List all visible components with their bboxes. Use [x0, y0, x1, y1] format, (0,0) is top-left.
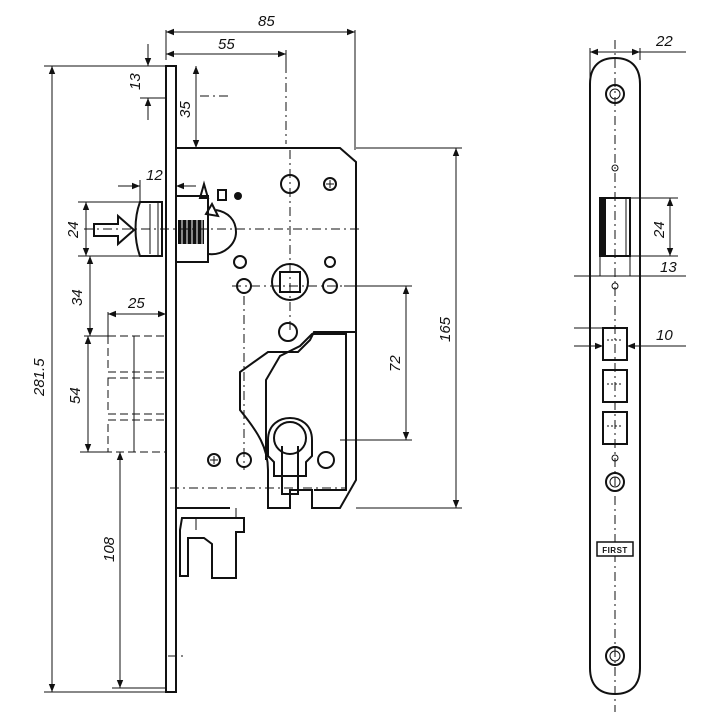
dim-13-side: 13	[660, 259, 677, 276]
cylinder-hole	[273, 421, 307, 455]
brand-stamp-text: FIRST	[602, 546, 628, 555]
front-view: 85 55 13 35 12 24 34 25 54	[31, 13, 462, 693]
deadbolt-block-2	[107, 377, 167, 415]
phillips-screw-bottom-icon	[207, 453, 221, 467]
deadbolt	[107, 335, 167, 453]
dim-281-5: 281.5	[31, 358, 48, 397]
inner-mechanism	[265, 333, 347, 491]
side-hole-bottom	[605, 646, 625, 666]
dim-25: 25	[127, 295, 145, 312]
dim-10-side: 10	[656, 327, 673, 344]
small-pin-icon	[233, 255, 247, 269]
latch-indicator-square	[217, 189, 227, 201]
case-hole-mid	[278, 322, 298, 342]
dim-12: 12	[146, 167, 163, 184]
dim-35: 35	[177, 101, 194, 118]
side-dot-1	[611, 164, 619, 172]
rotation-arrow-icon	[207, 209, 238, 256]
dim-24-side: 24	[651, 221, 668, 239]
dim-34: 34	[69, 289, 86, 306]
deadbolt-block-3	[107, 419, 167, 453]
brand-stamp	[596, 541, 634, 557]
side-hole-bottom-inner	[609, 650, 621, 662]
latch-housing	[175, 195, 209, 263]
dim-13-top: 13	[127, 73, 144, 90]
dim-165: 165	[437, 316, 454, 342]
up-arrow-icon	[198, 180, 210, 199]
side-faceplate	[589, 56, 641, 696]
small-pin-icon-2	[324, 256, 336, 268]
dim-55: 55	[218, 36, 235, 53]
side-bolt-2	[602, 369, 628, 403]
side-bolt-3	[602, 411, 628, 445]
side-view: FIRST 22 24 13 10	[574, 33, 686, 712]
dim-85: 85	[258, 13, 275, 30]
faceplate	[165, 65, 177, 693]
side-hole-mid-inner	[609, 476, 621, 488]
side-hole-top-inner	[609, 88, 621, 100]
deadbolt-block-1	[107, 335, 167, 373]
side-dot-3	[611, 454, 619, 462]
dim-22: 22	[655, 33, 673, 50]
latch-arrow-icon	[93, 213, 136, 247]
dim-54: 54	[67, 387, 84, 404]
side-hole-mid	[605, 472, 625, 492]
cylinder-cutout	[267, 416, 313, 477]
dim-72: 72	[387, 355, 404, 372]
side-hole-top	[605, 84, 625, 104]
cylinder-slot	[281, 446, 299, 495]
bottom-hook	[179, 517, 245, 579]
latch-indicator-dot	[234, 192, 242, 200]
phillips-screw-top-icon	[323, 177, 337, 191]
side-dot-2	[611, 282, 619, 290]
case-hole-bottom-right	[317, 451, 335, 469]
case-left-edge	[175, 148, 230, 509]
dim-24-latch: 24	[65, 221, 82, 239]
dim-108: 108	[101, 536, 118, 562]
